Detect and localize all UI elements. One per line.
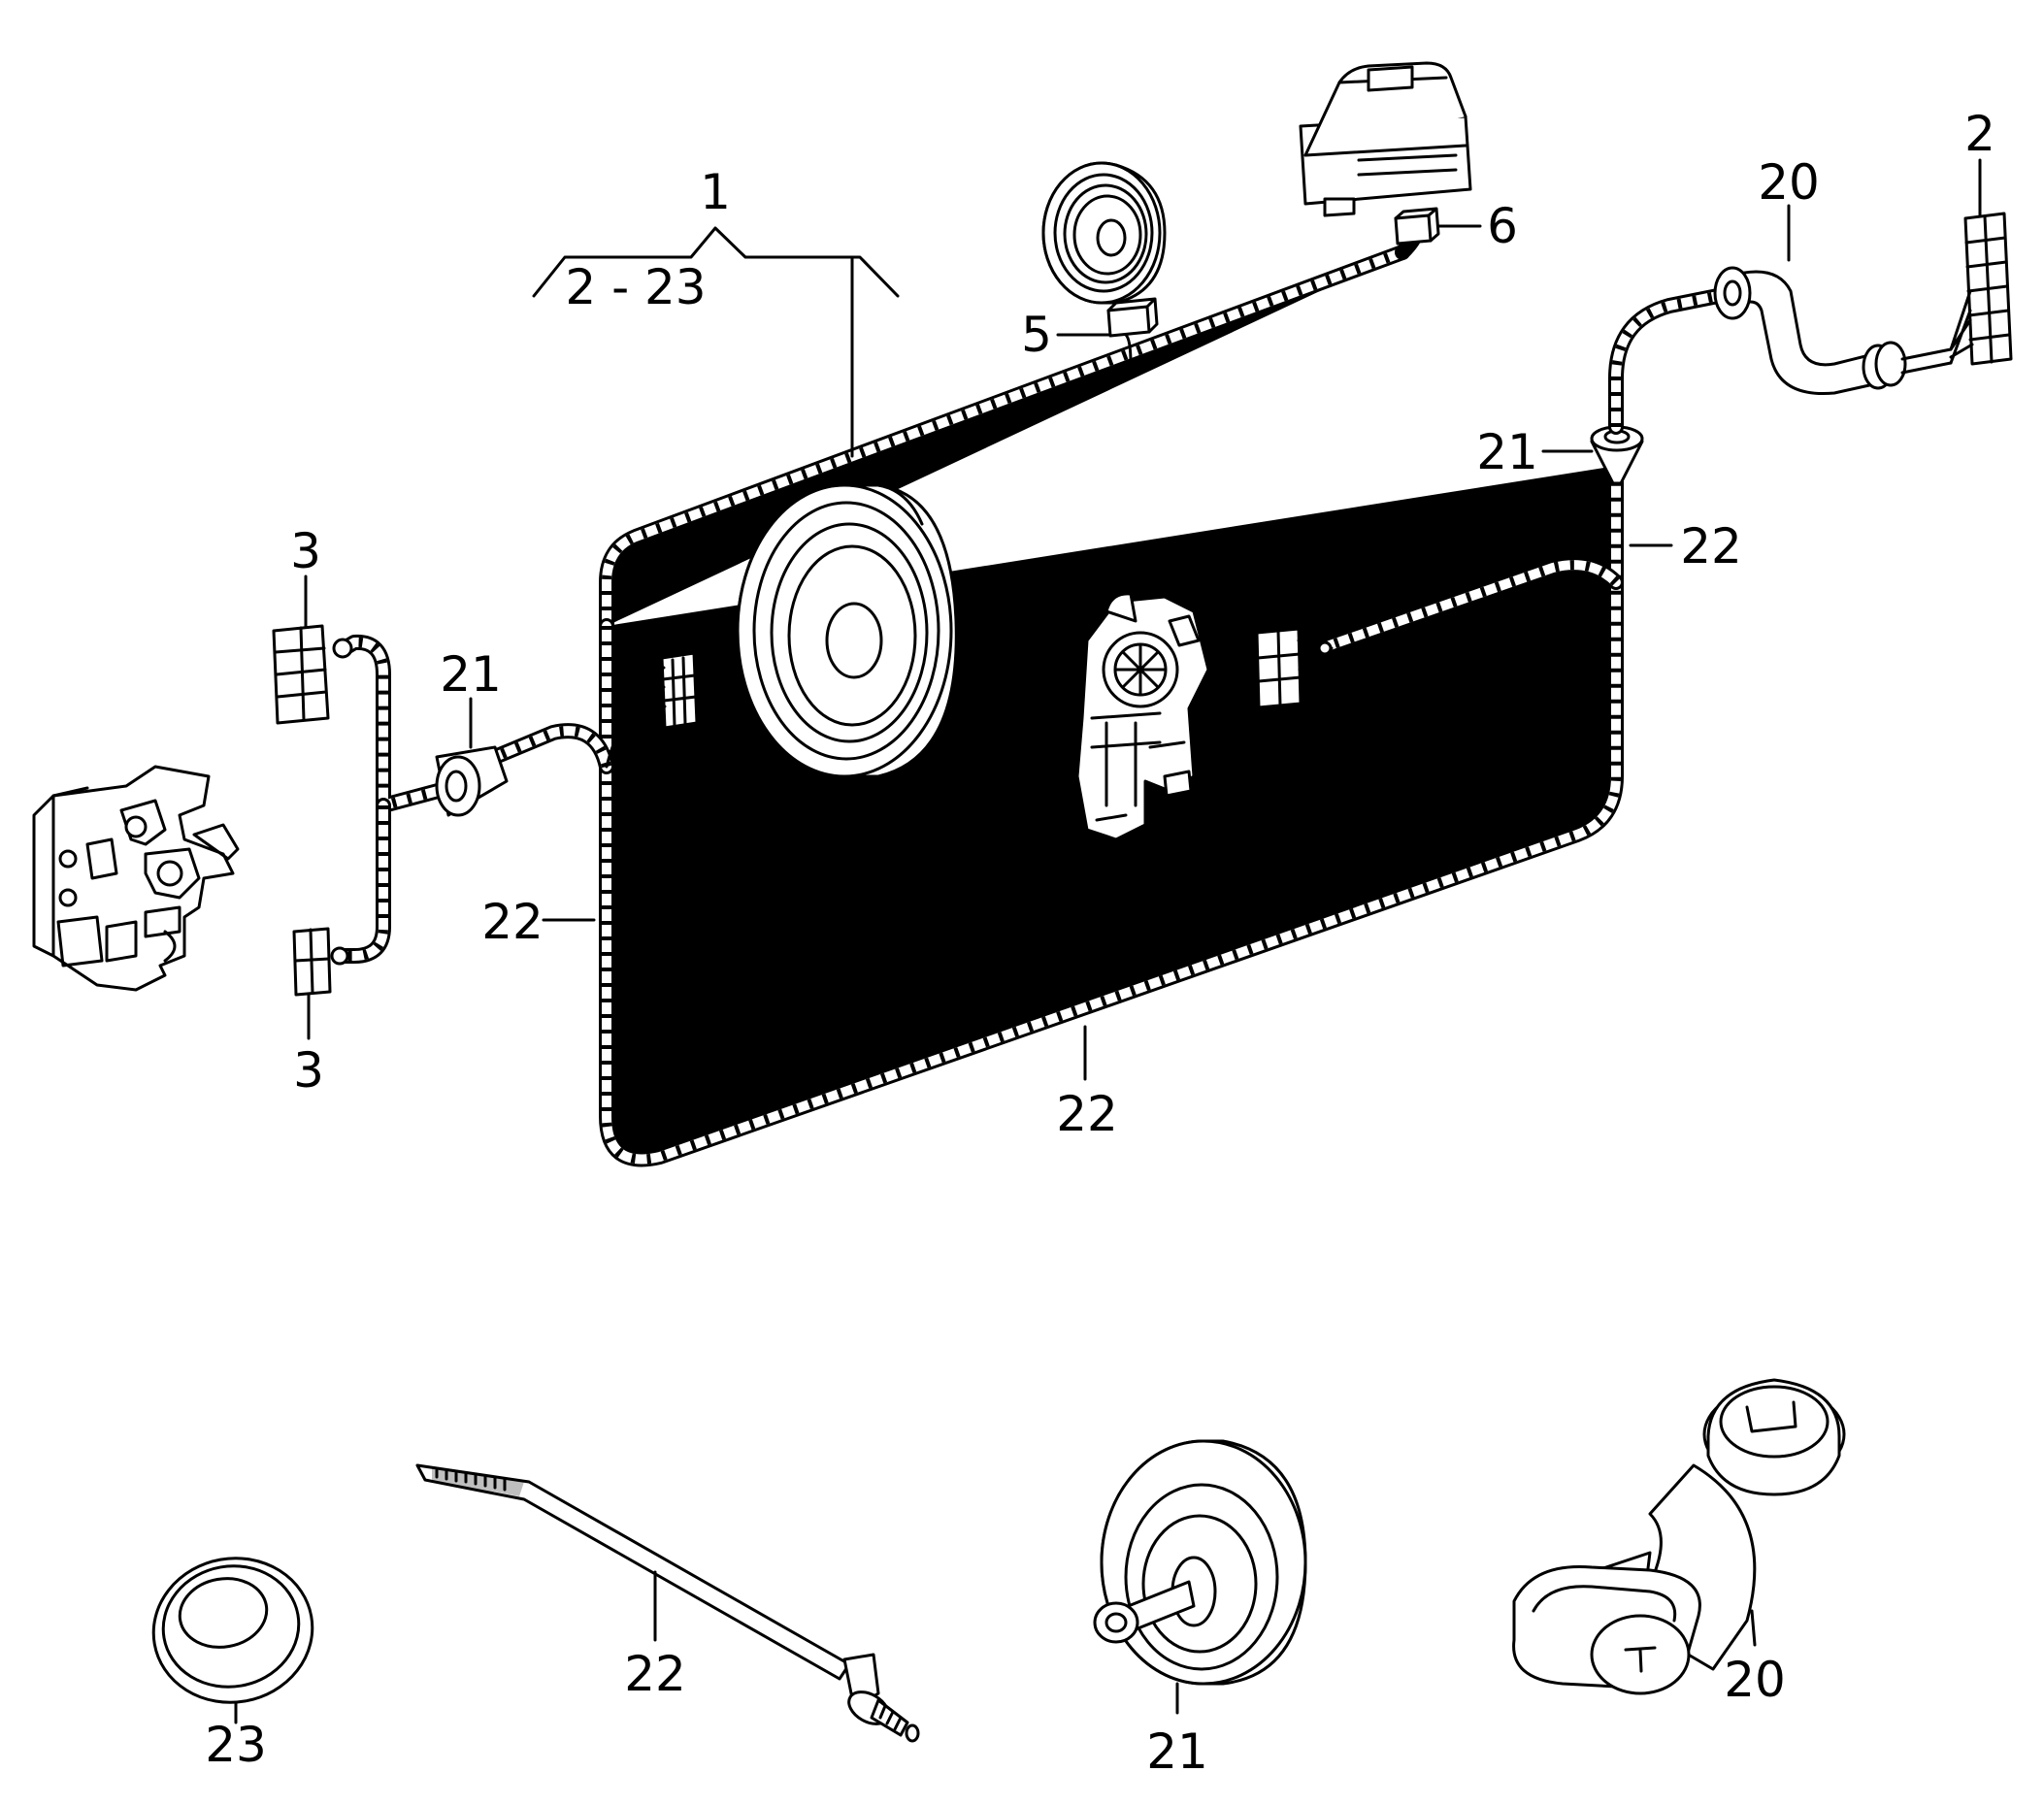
part-22-cable-tie [415, 1463, 920, 1743]
connector-2 [1949, 212, 2013, 366]
part-23-grommet-ring [151, 1557, 314, 1724]
callout-labels: 1 2 - 23 2 20 6 5 21 22 7 3 21 4 22 3 22… [205, 106, 1995, 1780]
connector-7 [1255, 627, 1334, 709]
leader-lines [304, 158, 1982, 1081]
connector-5 [1106, 297, 1159, 338]
callout-5: 5 [1021, 307, 1052, 363]
callout-22-bottom: 22 [1056, 1086, 1118, 1142]
part-20-bend-grommet [1512, 1378, 1846, 1695]
connector-3-bottom [292, 927, 349, 997]
callout-22-left: 22 [481, 894, 544, 950]
harness-to-connector-2 [1608, 288, 1726, 435]
callout-22-right: 22 [1680, 518, 1742, 574]
callout-21-detail: 21 [1146, 1723, 1208, 1780]
loudspeaker [736, 483, 958, 778]
connector-3-top [272, 624, 353, 725]
callout-6: 6 [1487, 198, 1518, 254]
callout-7: 7 [1264, 523, 1295, 579]
callout-23: 23 [205, 1717, 267, 1773]
callout-3-bottom: 3 [293, 1042, 324, 1099]
callout-1: 1 [700, 164, 731, 220]
door-lock [32, 765, 240, 992]
callout-21-left: 21 [440, 646, 502, 703]
callout-3-top: 3 [290, 523, 321, 579]
window-switch [1299, 61, 1472, 217]
callout-22-detail: 22 [624, 1646, 686, 1702]
callout-4: 4 [674, 785, 705, 841]
grommet-21-right [1590, 425, 1644, 485]
tweeter [1041, 161, 1167, 305]
connector-6 [1394, 207, 1440, 246]
callout-20-detail: 20 [1724, 1652, 1786, 1708]
callout-1-range: 2 - 23 [565, 259, 706, 315]
callout-20-top: 20 [1758, 154, 1820, 211]
connector-4 [648, 651, 699, 730]
bend-grommet-20-top [1713, 266, 1953, 396]
grommet-21-left [435, 745, 509, 817]
callout-21-right: 21 [1476, 424, 1538, 480]
callout-2: 2 [1964, 106, 1995, 162]
window-motor [1075, 592, 1210, 841]
part-21-grommet [1093, 1439, 1307, 1715]
lock-harness-branch [337, 634, 464, 964]
